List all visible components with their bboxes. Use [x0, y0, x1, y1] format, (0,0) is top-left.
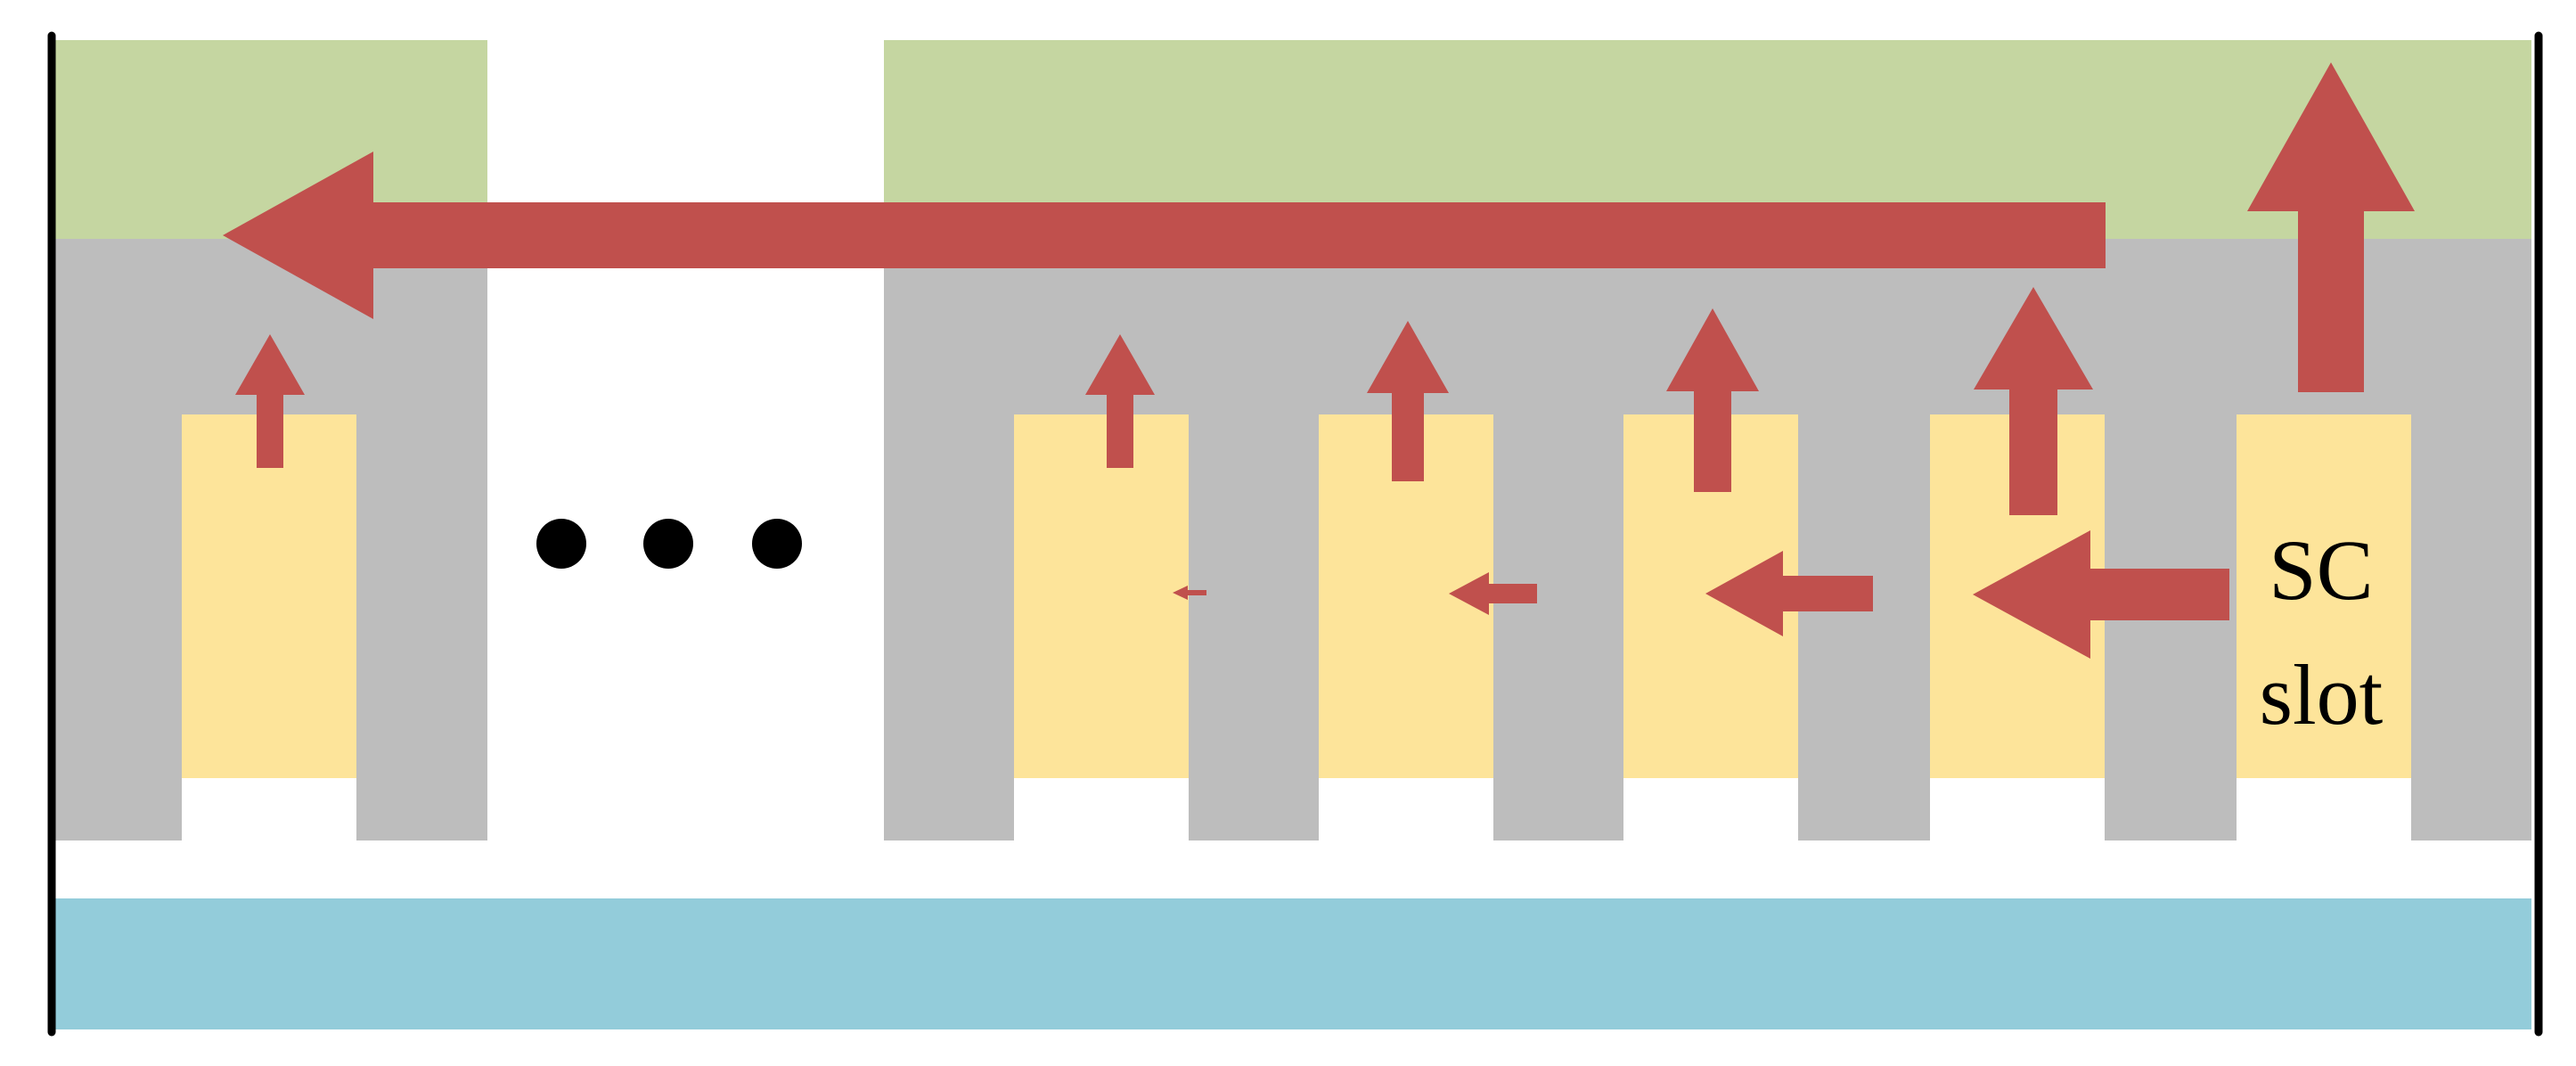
sc-label-line2: slot	[2259, 647, 2384, 742]
slot-opening	[1014, 778, 1189, 840]
slot-opening	[182, 778, 356, 840]
flux-up-arrow-shaft	[257, 394, 283, 468]
sc-slot	[2237, 414, 2411, 778]
coil-slot	[182, 414, 356, 778]
sc-label-line1: SC	[2269, 522, 2374, 618]
ellipsis-dot	[643, 519, 693, 569]
bottom-band	[53, 898, 2531, 1029]
flux-up-arrow-head	[235, 334, 305, 395]
coil-slot	[1014, 414, 1189, 778]
slot-opening	[1930, 778, 2105, 840]
flux-left-arrow-head	[1173, 586, 1188, 600]
flux-up-arrow-shaft	[2009, 389, 2057, 515]
slot-opening	[1623, 778, 1798, 840]
flux-left-arrow-shaft	[1782, 576, 1873, 611]
flux-arrows	[223, 62, 2415, 659]
flux-up-arrow-shaft	[1392, 392, 1424, 481]
flux-left-arrow-head	[1449, 572, 1489, 615]
flux-left-arrow-head	[1973, 530, 2090, 659]
flux-up-arrow-shaft	[1107, 394, 1133, 468]
flux-up-arrow-head	[2247, 62, 2415, 211]
flux-left-arrow-main-head	[223, 152, 373, 319]
diagram-misc	[47, 31, 2543, 1037]
diagram-layers	[53, 40, 2531, 1029]
flux-up-arrow-shaft	[1694, 390, 1731, 492]
flux-left-arrow-shaft	[1488, 584, 1537, 603]
slot-opening	[1319, 778, 1493, 840]
flux-left-arrow-main-shaft	[372, 202, 2106, 268]
flux-up-arrow-head	[1367, 321, 1449, 393]
flux-up-arrow-head	[1666, 308, 1759, 391]
ellipsis-dot	[752, 519, 802, 569]
flux-left-arrow-shaft	[1187, 590, 1206, 595]
sc-slot-label: SC slot	[2237, 508, 2406, 758]
flux-left-arrow-shaft	[2089, 569, 2229, 620]
flux-up-arrow-head	[1085, 334, 1155, 395]
flux-left-arrow-head	[1705, 551, 1783, 636]
slot-opening	[2237, 778, 2411, 840]
flux-up-arrow-shaft	[2298, 210, 2364, 392]
ellipsis-dot	[536, 519, 586, 569]
flux-up-arrow-head	[1974, 287, 2093, 390]
